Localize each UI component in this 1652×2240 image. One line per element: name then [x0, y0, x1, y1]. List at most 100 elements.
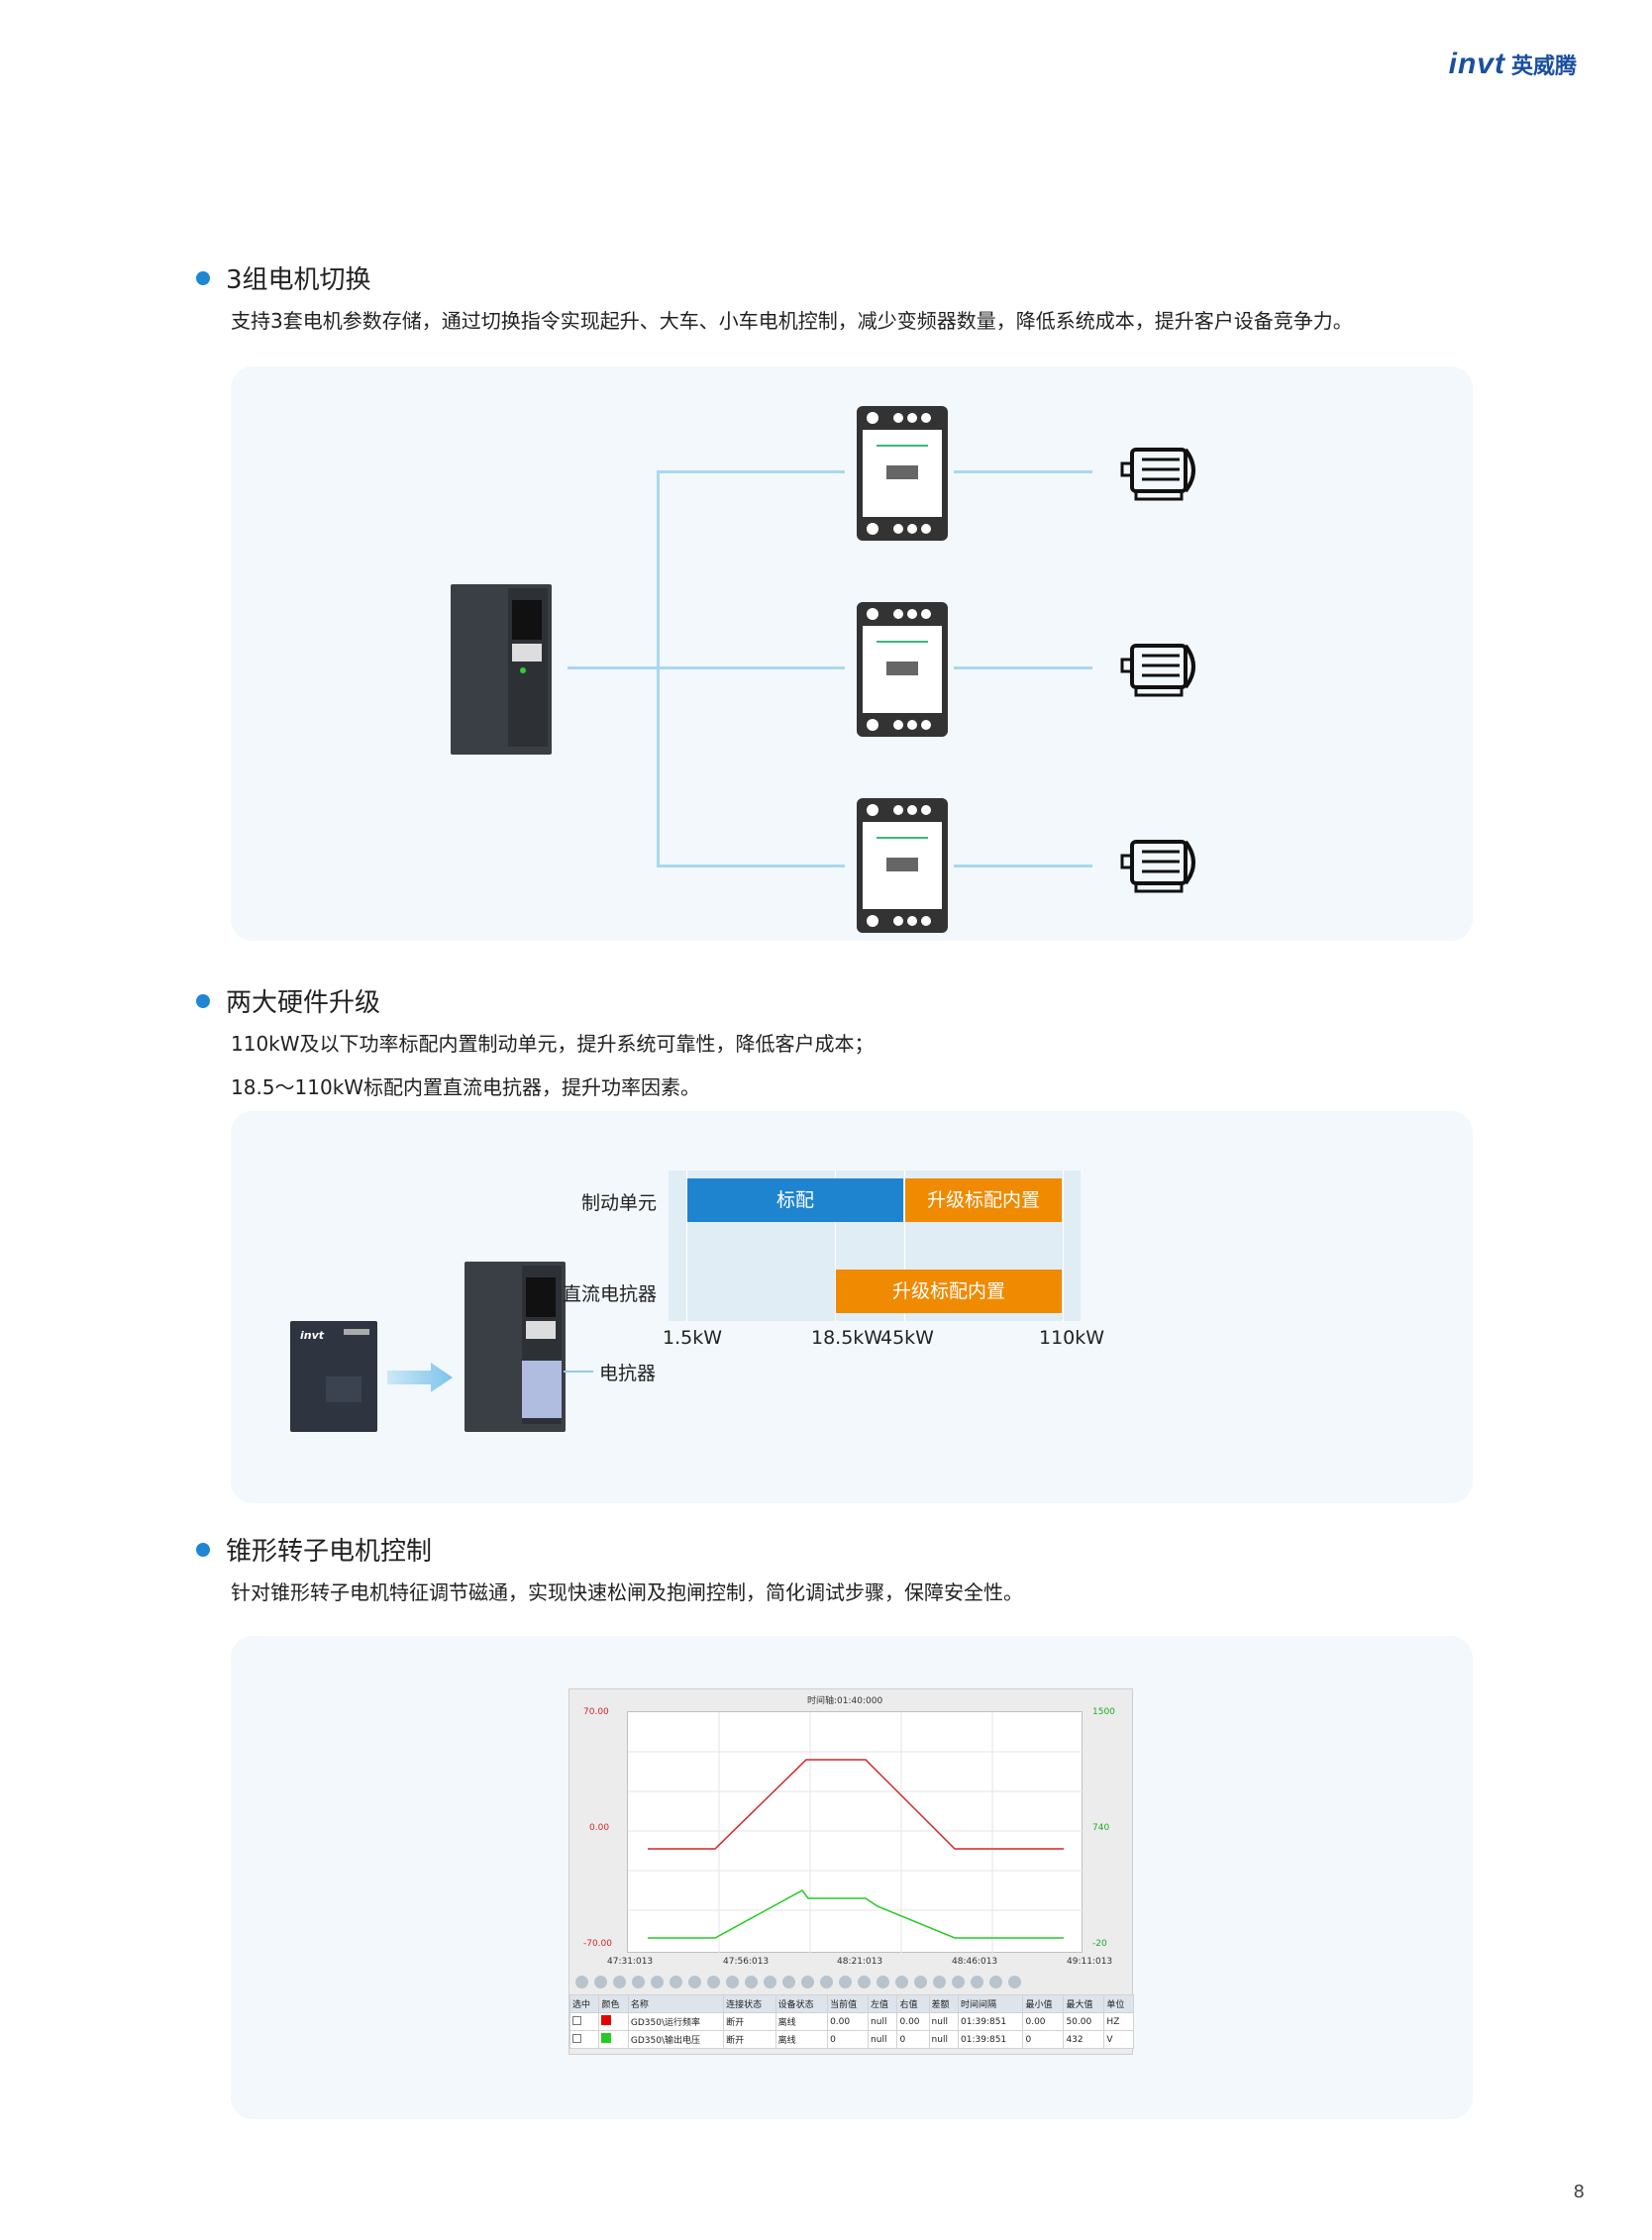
contactor-icon — [857, 602, 948, 737]
y-left-mid: 0.00 — [589, 1823, 610, 1833]
diagram-motor-switch — [231, 366, 1473, 941]
section-title-motor-switch: 3组电机切换 — [196, 259, 371, 296]
brand-name-cn: 英威腾 — [1510, 54, 1577, 79]
table-cell: 0 — [896, 2030, 930, 2049]
toolbar — [569, 1971, 1134, 1992]
chart-gridline — [904, 1171, 905, 1321]
x-tick: 48:46:013 — [952, 1957, 998, 1967]
toolbar-tool-icon[interactable] — [1008, 1975, 1021, 1988]
table-header-cell: 单位 — [1103, 1994, 1134, 2013]
toolbar-tool-icon[interactable] — [745, 1975, 758, 1988]
chart-row-label: 制动单元 — [580, 1192, 657, 1214]
frequency-trace — [648, 1759, 1064, 1850]
chart-gridline — [1063, 1171, 1064, 1321]
table-header-cell: 左值 — [868, 1994, 898, 2013]
x-tick: 49:11:013 — [1067, 1957, 1113, 1967]
toolbar-tool-icon[interactable] — [707, 1975, 720, 1988]
time-axis-label: 时间轴:01:40:000 — [807, 1696, 883, 1706]
section-desc-line-1: 110kW及以下功率标配内置制动单元，提升系统可靠性，降低客户成本； — [231, 1032, 875, 1056]
brake-unit-icon: invt — [290, 1321, 377, 1432]
y-left-max: 70.00 — [583, 1707, 609, 1717]
toolbar-tool-icon[interactable] — [688, 1975, 701, 1988]
toolbar-tool-icon[interactable] — [575, 1975, 588, 1988]
motor-icon — [1120, 448, 1195, 501]
table-cell: null — [928, 2030, 960, 2049]
table-header-cell: 当前值 — [827, 1994, 870, 2013]
voltage-trace — [648, 1889, 1064, 1939]
chart-tick-label: 18.5kW — [811, 1327, 883, 1349]
reactor-label: 电抗器 — [599, 1363, 657, 1384]
chart-row-label: 直流电抗器 — [562, 1283, 657, 1305]
table-header-cell: 右值 — [896, 1994, 930, 2013]
table-header-cell: 选中 — [568, 1994, 600, 2013]
chart-tick-label: 110kW — [1039, 1327, 1105, 1349]
table-header-cell: 连接状态 — [723, 1994, 776, 2013]
chart-gridline — [835, 1171, 836, 1321]
channel-color-swatch — [598, 2012, 629, 2031]
table-cell: 0 — [827, 2030, 870, 2049]
table-header: 选中颜色名称连接状态设备状态当前值左值右值差额时间间隔最小值最大值单位 — [568, 1994, 1134, 2013]
table-cell: 50.00 — [1063, 2012, 1105, 2031]
oscilloscope-software-screenshot: 时间轴:01:40:000 70.00 0.00 -70.00 1500 740… — [568, 1688, 1134, 2055]
toolbar-tool-icon[interactable] — [613, 1975, 626, 1988]
motor-icon — [1120, 644, 1195, 697]
x-tick: 47:56:013 — [723, 1957, 770, 1967]
table-cell: 01:39:851 — [957, 2012, 1024, 2031]
table-cell: V — [1103, 2030, 1134, 2049]
row-checkbox[interactable] — [568, 2030, 600, 2049]
contactor-icon — [857, 406, 948, 541]
y-right-min: -20 — [1092, 1939, 1107, 1949]
toolbar-tool-icon[interactable] — [726, 1975, 739, 1988]
toolbar-tool-icon[interactable] — [670, 1975, 682, 1988]
table-header-cell: 最小值 — [1022, 1994, 1065, 2013]
table-cell: GD350\输出电压 — [627, 2030, 725, 2049]
table-header-cell: 时间间隔 — [957, 1994, 1024, 2013]
table-cell: 0 — [1022, 2030, 1065, 2049]
toolbar-tool-icon[interactable] — [933, 1975, 946, 1988]
table-header-cell: 最大值 — [1063, 1994, 1105, 2013]
table-cell: null — [928, 2012, 960, 2031]
waveform-plot — [627, 1711, 1084, 1954]
toolbar-tool-icon[interactable] — [971, 1975, 983, 1988]
table-header-cell: 颜色 — [598, 1994, 629, 2013]
y-left-min: -70.00 — [583, 1939, 613, 1949]
inverter-drive-icon — [451, 584, 552, 755]
table-header-cell: 设备状态 — [774, 1994, 829, 2013]
section-desc-conical-motor: 针对锥形转子电机特征调节磁通，实现快速松闸及抱闸控制，简化调试步骤，保障安全性。 — [231, 1580, 1023, 1604]
toolbar-tool-icon[interactable] — [914, 1975, 927, 1988]
section-desc-motor-switch: 支持3套电机参数存储，通过切换指令实现起升、大车、小车电机控制，减少变频器数量，… — [231, 309, 1353, 333]
section-desc-line-2: 18.5～110kW标配内置直流电抗器，提升功率因素。 — [231, 1075, 701, 1099]
toolbar-tool-icon[interactable] — [839, 1975, 852, 1988]
table-cell: 0.00 — [827, 2012, 870, 2031]
toolbar-tool-icon[interactable] — [952, 1975, 965, 1988]
chart-tick-label: 1.5kW — [663, 1327, 723, 1349]
toolbar-tool-icon[interactable] — [632, 1975, 645, 1988]
page-number: 8 — [1573, 2182, 1585, 2202]
table-cell: null — [868, 2012, 898, 2031]
motor-icon — [1120, 840, 1195, 893]
toolbar-tool-icon[interactable] — [764, 1975, 776, 1988]
toolbar-tool-icon[interactable] — [594, 1975, 607, 1988]
toolbar-tool-icon[interactable] — [820, 1975, 833, 1988]
table-header-cell: 差额 — [928, 1994, 960, 2013]
x-tick: 48:21:013 — [837, 1957, 883, 1967]
toolbar-tool-icon[interactable] — [989, 1975, 1002, 1988]
toolbar-tool-icon[interactable] — [877, 1975, 889, 1988]
toolbar-tool-icon[interactable] — [782, 1975, 795, 1988]
table-cell: 离线 — [774, 2012, 829, 2031]
table-header-cell: 名称 — [627, 1994, 725, 2013]
channel-color-swatch — [598, 2030, 629, 2049]
toolbar-tool-icon[interactable] — [651, 1975, 664, 1988]
toolbar-tool-icon[interactable] — [895, 1975, 908, 1988]
row-checkbox[interactable] — [568, 2012, 600, 2031]
table-cell: GD350\运行频率 — [627, 2012, 725, 2031]
section-title-conical-motor: 锥形转子电机控制 — [196, 1531, 432, 1568]
table-cell: null — [868, 2030, 898, 2049]
inverter-drive-icon — [465, 1262, 566, 1432]
table-cell: 0.00 — [1022, 2012, 1065, 2031]
toolbar-tool-icon[interactable] — [801, 1975, 814, 1988]
toolbar-tool-icon[interactable] — [858, 1975, 871, 1988]
